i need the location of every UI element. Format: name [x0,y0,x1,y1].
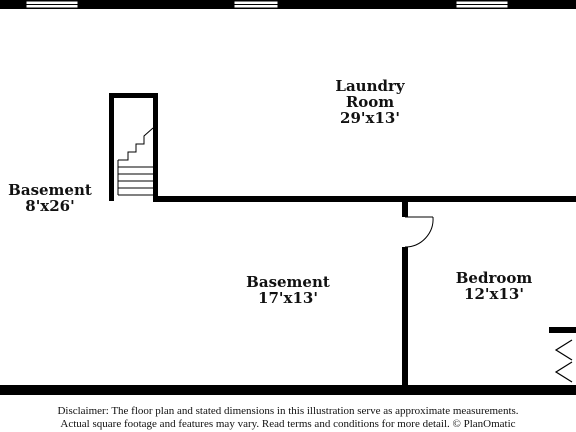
basement-left-dims: 8'x26' [25,197,74,215]
disclaimer-line1: Disclaimer: The floor plan and stated di… [57,405,519,417]
disclaimer-line2: Actual square footage and features may v… [60,418,516,430]
window-top-left [25,0,79,9]
closet-wall-stub [549,327,576,333]
laundry-room-name-line2: Room [346,93,394,111]
basement-left-name: Basement [8,181,92,199]
window-top-center [233,0,279,9]
top-exterior-wall [0,0,576,9]
interior-wall-horizontal [153,196,576,202]
bottom-exterior-wall [0,385,576,395]
stair-wall-right [153,93,158,201]
window-top-right [455,0,509,9]
stair-wall-left [109,93,114,201]
bedroom-wall-lower [402,247,408,387]
laundry-room-name-line1: Laundry [335,77,405,95]
bedroom-door [404,216,434,248]
stair-wall-top [109,93,158,98]
bedroom-wall-upper [402,202,408,217]
laundry-room-dims: 29'x13' [340,109,400,127]
closet-bifold-door [554,339,573,383]
staircase-icon [117,127,154,196]
bedroom-dims: 12'x13' [464,285,524,303]
basement-center-name: Basement [246,273,330,291]
bedroom-name: Bedroom [456,269,533,287]
disclaimer: Disclaimer: The floor plan and stated di… [0,405,576,431]
basement-center-dims: 17'x13' [258,289,318,307]
